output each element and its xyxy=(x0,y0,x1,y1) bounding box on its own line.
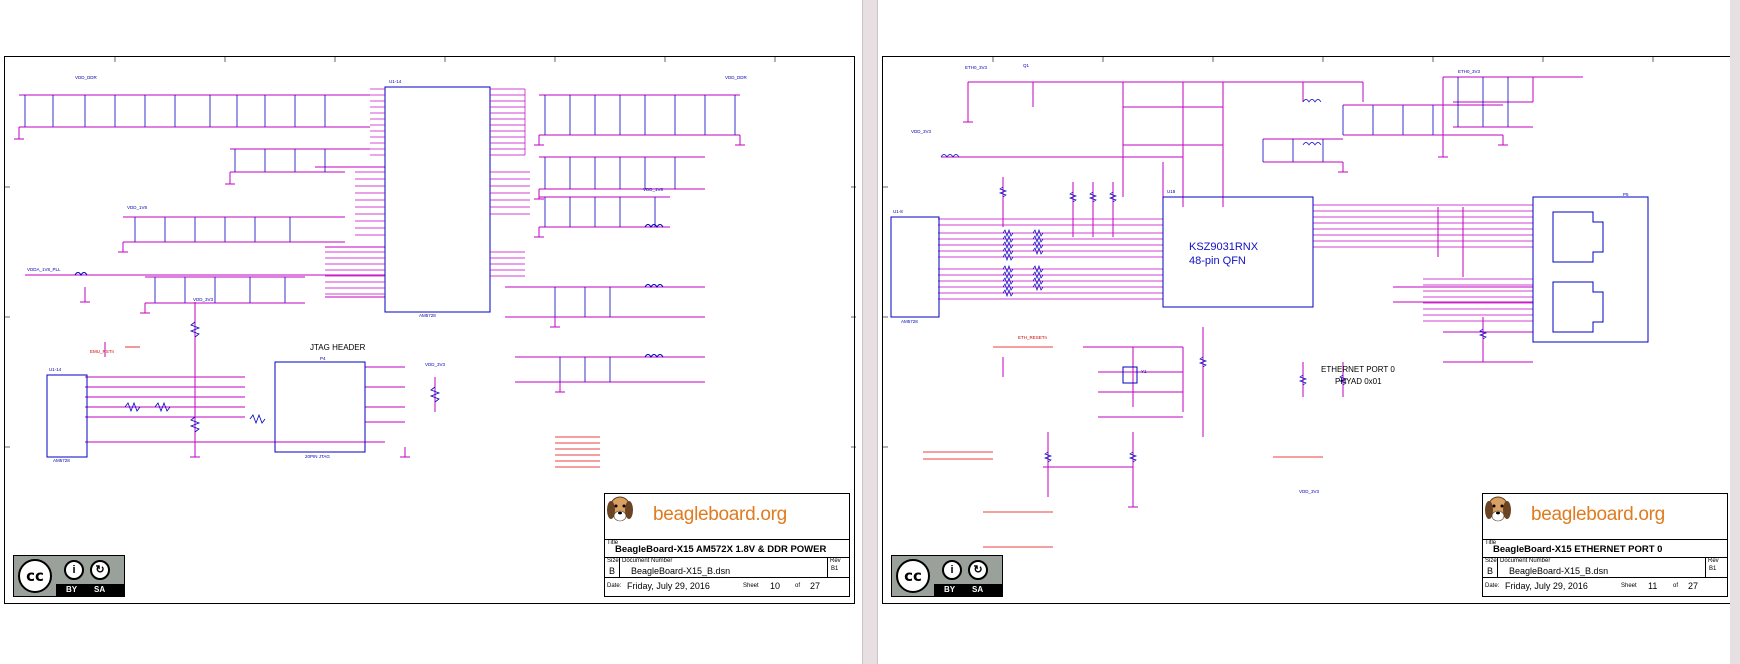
revision: B1 xyxy=(1709,566,1717,572)
p4-designator: P4 xyxy=(320,356,326,361)
beagleboard-logo: beagleboard.org xyxy=(1483,494,1727,540)
cc-logo-icon: cc xyxy=(18,559,52,593)
document-number: BeagleBoard-X15_B.dsn xyxy=(1509,566,1609,576)
net-label-vdda-pll: VDDA_1V8_PLL xyxy=(27,267,61,272)
schematic-sheet-left: VDD_DDR VDD_DDR VDD_1V8 VDD_1V8 VDDA_1V8… xyxy=(4,56,856,604)
beagleboard-logo: beagleboard.org xyxy=(605,494,849,540)
viewer-scroll-edge[interactable] xyxy=(1730,0,1740,664)
u1-part: AM5728 xyxy=(419,313,436,318)
sheet-total: 27 xyxy=(1688,581,1699,591)
logo-text: beagleboard.org xyxy=(653,504,787,525)
sheet-size: B xyxy=(609,566,616,576)
title-block-right: beagleboard.org Title BeagleBoard-X15 ET… xyxy=(1482,493,1728,597)
beagle-dog-icon xyxy=(1485,496,1511,522)
schematic-drawing-left xyxy=(5,57,856,468)
net-label-emu-rstn: EMU_RSTn xyxy=(90,349,115,354)
phy-chip-name: KSZ9031RNX xyxy=(1189,241,1259,253)
cc-license-badge: cc i ↻ BY SA xyxy=(13,555,125,597)
cc-by-label: BY xyxy=(944,585,956,594)
phy-address-label: PHYAD 0x01 xyxy=(1335,377,1382,386)
u18-phy-chip xyxy=(1162,196,1314,308)
net-label-eth-resetn: ETH_RESETn xyxy=(1018,335,1048,340)
net-label-vdd-3v3-b: VDD_3V3 xyxy=(425,362,446,367)
ethernet-port-label: ETHERNET PORT 0 xyxy=(1321,365,1395,374)
schematic-page-left: VDD_DDR VDD_DDR VDD_1V8 VDD_1V8 VDDA_1V8… xyxy=(0,0,862,664)
sheet-number: 11 xyxy=(1648,581,1658,591)
title-block: beagleboard.org Title BeagleBoard-X15 AM… xyxy=(604,493,850,597)
sheet-total: 27 xyxy=(810,581,821,591)
cc-license-badge-right: cc i ↻ BY SA xyxy=(891,555,1003,597)
u1-jtag-part: AM5728 xyxy=(53,458,70,463)
beagle-dog-icon xyxy=(607,496,633,522)
revision: B1 xyxy=(831,566,839,572)
net-label-vdd-1v8-right: VDD_1V8 xyxy=(643,187,664,192)
logo-text: beagleboard.org xyxy=(1531,504,1665,525)
p5-rj45-connector xyxy=(1532,196,1649,343)
net-label-vdd-ddr: VDD_DDR xyxy=(75,75,97,80)
y1-designator: Y1 xyxy=(1141,369,1147,374)
cc-by-icon: i xyxy=(64,560,84,580)
net-label-vdd-3v3: VDD_3V3 xyxy=(193,297,214,302)
sheet-date: Friday, July 29, 2016 xyxy=(1505,581,1588,591)
sheet-size: B xyxy=(1487,566,1494,576)
u1-part: AM5728 xyxy=(901,319,918,324)
cc-logo-icon: cc xyxy=(896,559,930,593)
net-label-vdd-3v3-b: VDD_3V3 xyxy=(1299,489,1320,494)
schematic-drawing-right xyxy=(883,57,1654,548)
jtag-header-title: JTAG HEADER xyxy=(310,343,366,352)
schematic-page-right: KSZ9031RNX 48-pin QFN ETHERNET PORT 0 PH… xyxy=(878,0,1740,664)
document-number: BeagleBoard-X15_B.dsn xyxy=(631,566,731,576)
p4-part: 20PIN JTAG xyxy=(305,454,330,459)
net-label-eth0-3v3-b: ETH0_3V3 xyxy=(1458,69,1481,74)
cc-by-icon: i xyxy=(942,560,962,580)
net-label-vdd-1v8: VDD_1V8 xyxy=(127,205,148,210)
cc-by-label: BY xyxy=(66,585,78,594)
u1-power-block xyxy=(384,86,491,313)
phy-chip-package: 48-pin QFN xyxy=(1189,255,1246,267)
schematic-sheet-right: KSZ9031RNX 48-pin QFN ETHERNET PORT 0 PH… xyxy=(882,56,1733,604)
u18-designator: U18 xyxy=(1167,189,1176,194)
u1-designator: U1-14 xyxy=(389,79,402,84)
cc-sa-icon: ↻ xyxy=(968,560,988,580)
u1-designator: U1-8 xyxy=(893,209,903,214)
net-label-eth0-3v3: ETH0_3V3 xyxy=(965,65,988,70)
net-label-vdd-ddr-right: VDD_DDR xyxy=(725,75,747,80)
cc-sa-label: SA xyxy=(972,585,984,594)
net-label-vdd-3v3: VDD_3V3 xyxy=(911,129,932,134)
sheet-title: BeagleBoard-X15 AM572X 1.8V & DDR POWER xyxy=(615,544,827,555)
sheet-title: BeagleBoard-X15 ETHERNET PORT 0 xyxy=(1493,544,1663,555)
page-gutter xyxy=(862,0,878,664)
cc-sa-label: SA xyxy=(94,585,106,594)
u1-jtag-designator: U1-14 xyxy=(49,367,62,372)
sheet-number: 10 xyxy=(770,581,781,591)
sheet-date: Friday, July 29, 2016 xyxy=(627,581,710,591)
q1-designator: Q1 xyxy=(1023,63,1030,68)
cc-sa-icon: ↻ xyxy=(90,560,110,580)
p5-designator: P5 xyxy=(1623,192,1629,197)
